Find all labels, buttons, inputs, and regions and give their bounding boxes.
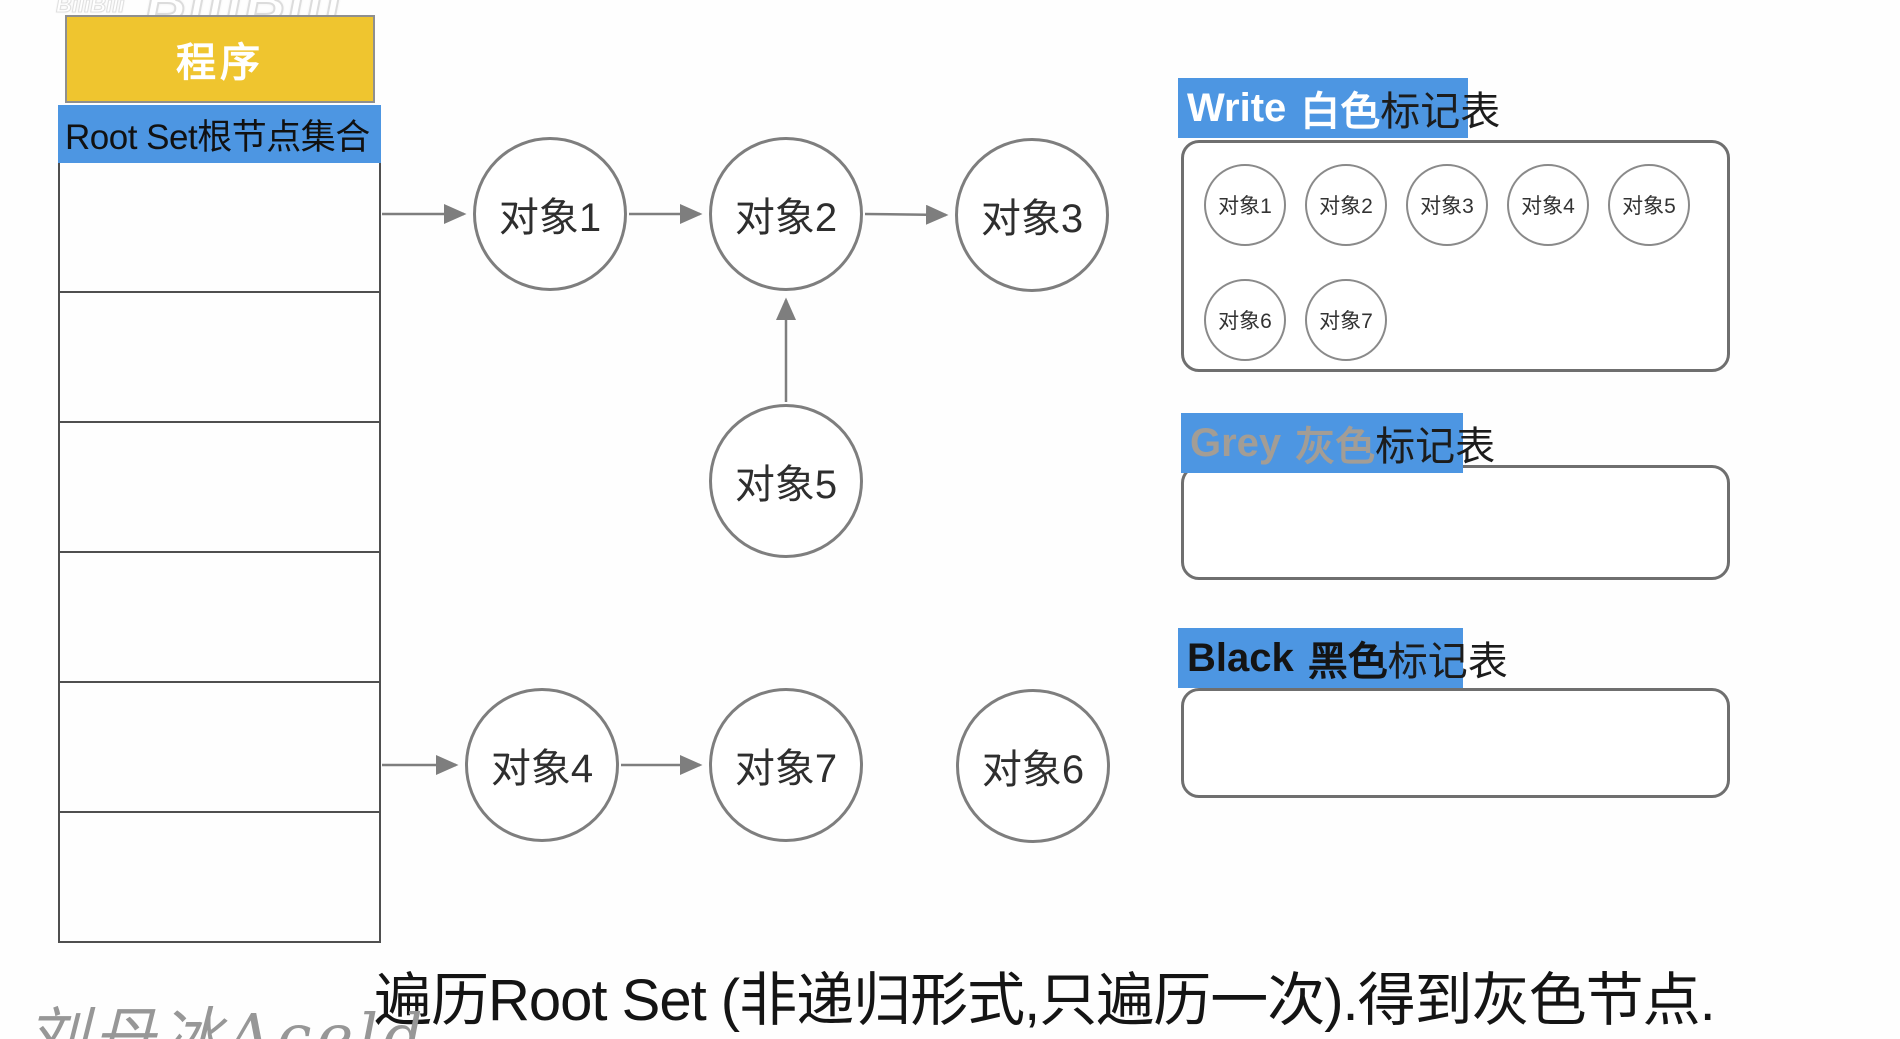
memory-cells-table [58,163,381,943]
graph-node-label: 对象3 [980,197,1084,241]
root-set-band: Root Set根节点集合 [58,105,381,163]
graph-node-label: 对象2 [734,196,838,240]
black-table-label: Black 黑色 标记表 [1178,628,1508,688]
grey-table-label-cn: 灰色 [1295,425,1376,469]
graph-node-obj3: 对象3 [955,138,1109,292]
graph-node-obj4: 对象4 [465,688,619,842]
white-table-object-circle: 对象5 [1608,164,1690,246]
author-signature: 刘丹冰Aceld [26,1000,428,1039]
graph-node-obj1: 对象1 [473,137,627,291]
memory-cell-row [60,291,379,421]
grey-table-label-suffix: 标记表 [1375,425,1496,469]
white-table-label-en: Write [1187,85,1287,130]
black-mark-table-box [1181,688,1730,798]
graph-node-label: 对象4 [490,747,594,791]
graph-node-label: 对象5 [734,463,838,507]
program-header: 程序 [65,15,375,103]
white-table-object-circle: 对象3 [1406,164,1488,246]
memory-cell-row [60,811,379,941]
white-table-object-circle: 对象7 [1305,279,1387,361]
graph-node-obj5: 对象5 [709,404,863,558]
graph-node-label: 对象7 [734,747,838,791]
black-table-label-cn: 黑色 [1307,640,1388,684]
white-table-object-circle: 对象6 [1204,279,1286,361]
white-table-label-cn: 白色 [1300,90,1381,134]
arrow-obj2-to-obj3 [864,204,949,225]
white-table-object-circle: 对象1 [1204,164,1286,246]
graph-node-obj2: 对象2 [709,137,863,291]
grey-table-label: Grey 灰色 标记表 [1181,413,1495,473]
memory-cell-row [60,163,379,291]
white-table-object-circle: 对象2 [1305,164,1387,246]
graph-node-obj6: 对象6 [956,689,1110,843]
black-table-label-suffix: 标记表 [1387,640,1508,684]
memory-cell-row [60,421,379,551]
graph-node-label: 对象6 [981,748,1085,792]
white-table-label: Write 白色 标记表 [1178,78,1500,138]
black-table-label-en: Black [1187,635,1294,680]
graph-node-obj7: 对象7 [709,688,863,842]
graph-node-label: 对象1 [498,196,602,240]
white-table-label-suffix: 标记表 [1380,90,1501,134]
bilibili-watermark-small: BiliBili [55,0,125,18]
memory-cell-row [60,681,379,811]
grey-mark-table-box [1181,465,1730,580]
grey-table-label-en: Grey [1190,420,1282,465]
caption-text: 遍历Root Set (非递归形式,只遍历一次).得到灰色节点. [374,968,1716,1033]
memory-cell-row [60,551,379,681]
white-table-object-circle: 对象4 [1507,164,1589,246]
